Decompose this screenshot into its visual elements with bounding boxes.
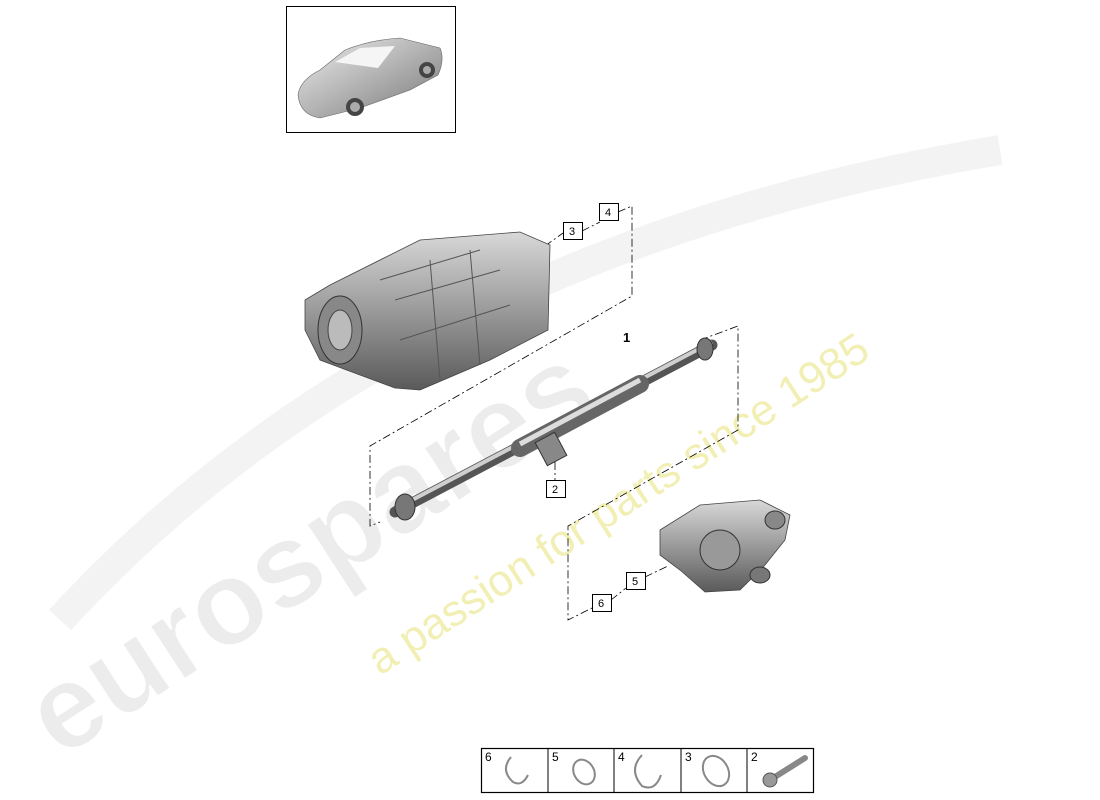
legend-number: 5: [552, 750, 559, 764]
legend-item-3[interactable]: 3: [685, 750, 734, 791]
driveshaft[interactable]: [389, 337, 718, 521]
part-label-1[interactable]: 1: [623, 330, 630, 345]
legend-item-5[interactable]: 5: [552, 750, 599, 788]
o-ring-icon: [701, 754, 731, 788]
legend-number: 2: [751, 750, 758, 764]
legend-item-2[interactable]: 2: [751, 750, 808, 788]
legend-item-6[interactable]: 6: [485, 750, 529, 785]
callout-6-label: 6: [598, 598, 604, 610]
legend-item-4[interactable]: 4: [618, 750, 662, 789]
parts-legend: 6 5 4 3 2: [480, 747, 815, 794]
bolt-icon: [762, 755, 808, 788]
rear-differential[interactable]: [659, 499, 791, 593]
callout-3[interactable]: 3: [563, 222, 583, 240]
callouts: 4 3 2 5 6: [546, 203, 646, 612]
callout-6[interactable]: 6: [592, 594, 612, 612]
o-ring-icon: [572, 758, 596, 786]
callout-2-label: 2: [552, 484, 558, 496]
legend-number: 3: [685, 750, 692, 764]
leader-lines: [369, 205, 739, 621]
callout-4[interactable]: 4: [599, 203, 619, 221]
callout-4-label: 4: [605, 207, 611, 219]
legend-number: 6: [485, 750, 492, 764]
callout-5[interactable]: 5: [626, 572, 646, 590]
circlip-icon: [505, 756, 529, 785]
callout-2[interactable]: 2: [546, 480, 566, 498]
callout-3-label: 3: [569, 226, 575, 238]
transmission[interactable]: [304, 231, 551, 391]
circlip-icon: [634, 754, 662, 789]
legend-number: 4: [618, 750, 625, 764]
callout-5-label: 5: [632, 576, 638, 588]
car-thumbnail[interactable]: [286, 6, 456, 133]
